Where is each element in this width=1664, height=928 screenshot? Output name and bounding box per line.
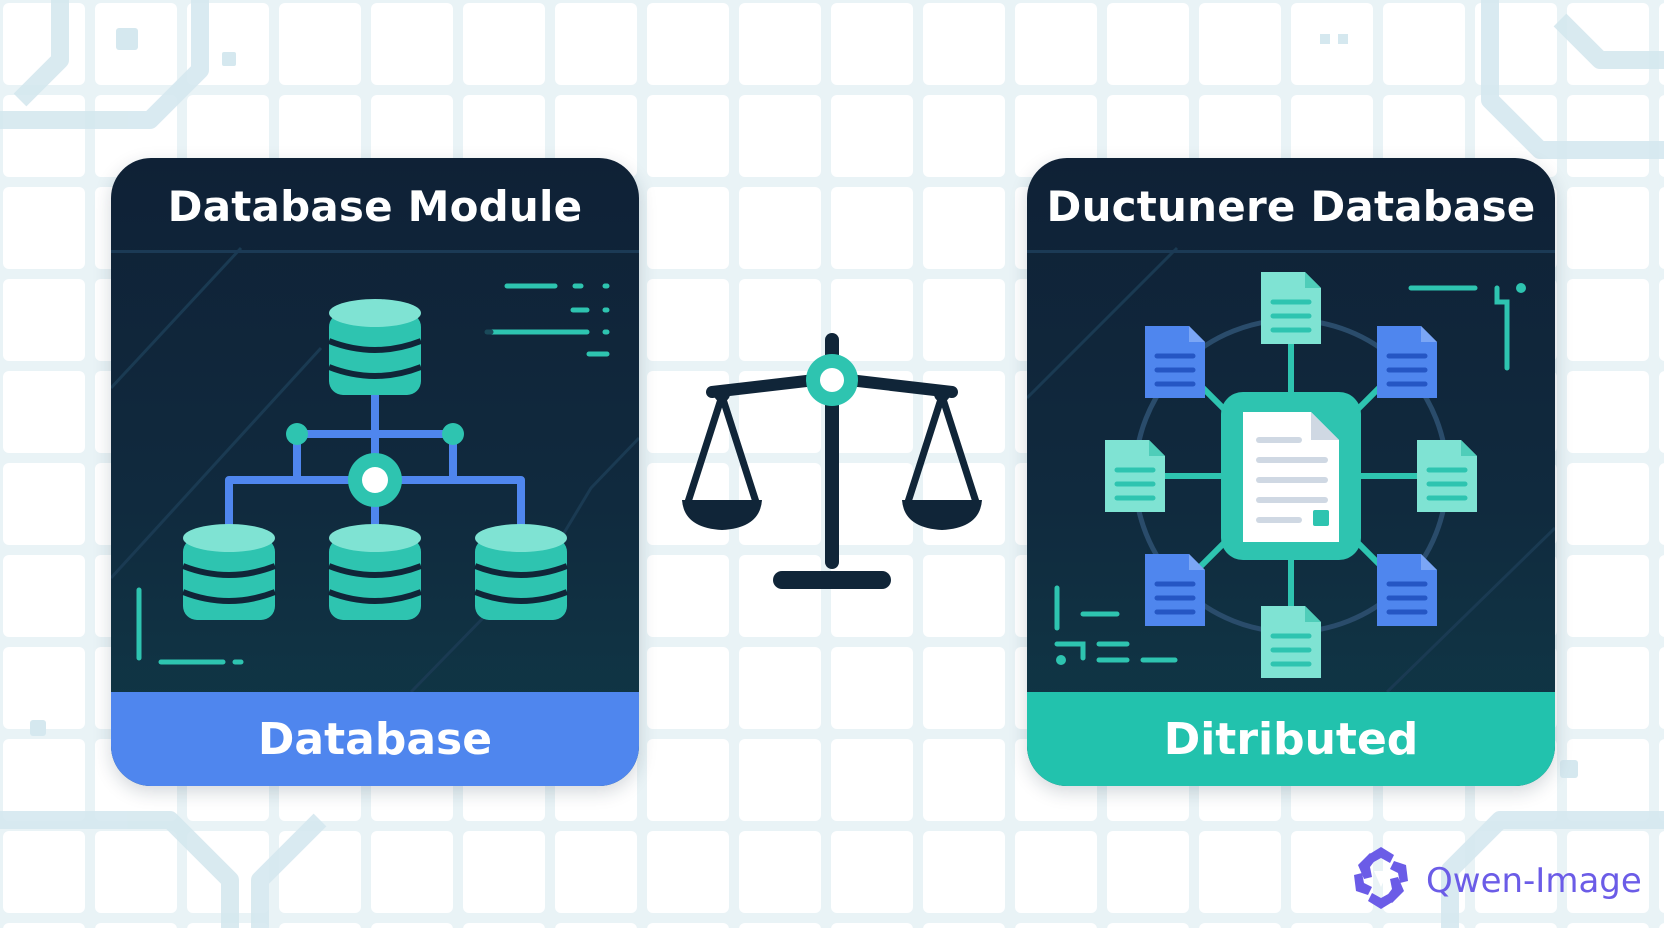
distributed-document-illustration [1027,246,1555,692]
database-module-card: Database Module Database [111,158,639,786]
hierarchical-database-illustration [111,246,639,692]
left-card-title: Database Module [167,182,583,231]
left-card-divider [111,250,639,253]
qwen-logo-icon [1354,847,1408,909]
left-card-footer: Database [111,692,639,786]
right-card-title: Ductunere Database [1046,182,1536,231]
document-database-card: Ductunere Database Ditributed [1027,158,1555,786]
right-card-footer: Ditributed [1027,692,1555,786]
right-card-divider [1027,250,1555,253]
qwen-image-watermark: Qwen-Image [1346,843,1646,913]
watermark-text: Qwen-Image [1426,861,1642,901]
balance-scale-icon [682,333,982,589]
